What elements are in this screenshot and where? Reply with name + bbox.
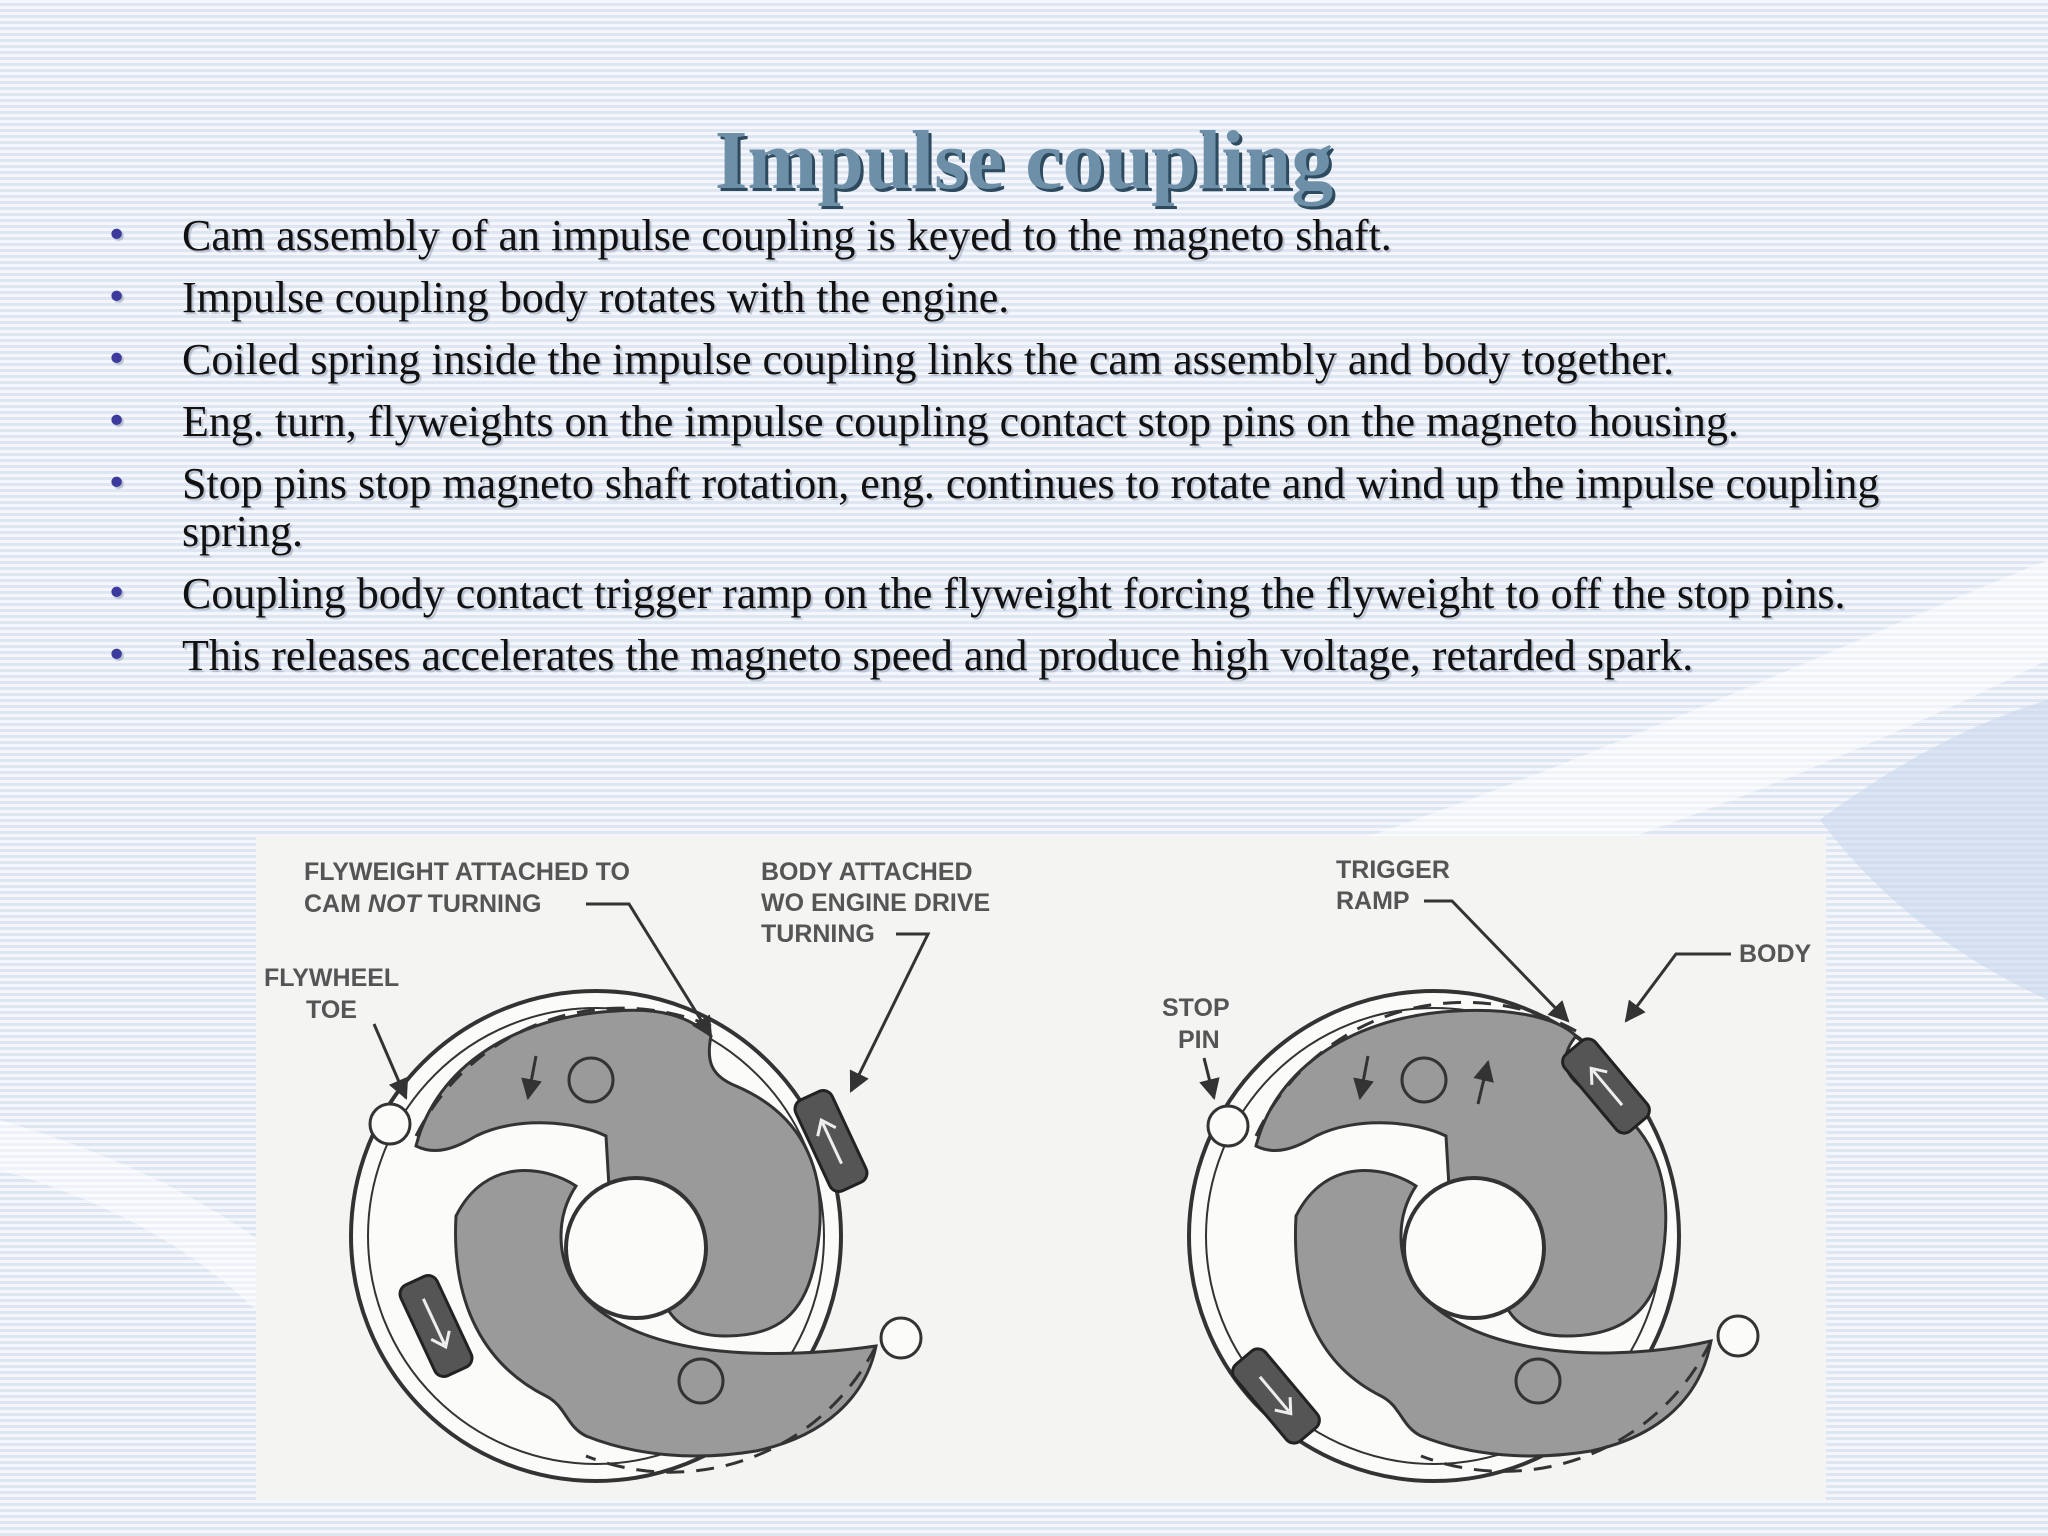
bullet-text: This releases accelerates the magneto sp…	[182, 631, 1694, 680]
label-body-line2: WO ENGINE DRIVE	[761, 889, 990, 917]
label-stop-line2: PIN	[1178, 1026, 1220, 1054]
bullet-item: • Stop pins stop magneto shaft rotation, …	[106, 460, 2006, 556]
bullet-text: Coiled spring inside the impulse couplin…	[182, 335, 1675, 384]
bullet-item: • Coiled spring inside the impulse coupli…	[106, 336, 2006, 384]
label-turning: TURNING	[428, 890, 542, 918]
shaft-hub	[1402, 1176, 1546, 1320]
bullet-item: • This releases accelerates the magneto s…	[106, 632, 2006, 680]
bullet-marker: •	[106, 635, 128, 676]
bullet-item: • Coupling body contact trigger ramp on t…	[106, 570, 2006, 618]
diagram-svg: FLYWEIGHT ATTACHED TO CAM NOT TURNING BO…	[264, 856, 1812, 1483]
bullet-marker: •	[106, 573, 128, 614]
bullet-marker: •	[106, 463, 128, 504]
bullet-text: Coupling body contact trigger ramp on th…	[182, 569, 1846, 618]
label-trigger-line1: TRIGGER	[1336, 856, 1450, 884]
label-body-line3: TURNING	[761, 920, 875, 948]
shaft-hub	[564, 1176, 708, 1320]
label-not: NOT	[368, 890, 424, 918]
label-flyweight-line1: FLYWEIGHT ATTACHED TO	[304, 858, 630, 886]
label-flywheel-line2: TOE	[306, 996, 357, 1024]
impulse-coupling-diagram: FLYWEIGHT ATTACHED TO CAM NOT TURNING BO…	[256, 836, 1826, 1500]
bullet-text: Impulse coupling body rotates with the e…	[182, 273, 1010, 322]
slide-title: Impulse coupling	[714, 114, 1334, 207]
bullet-text: Cam assembly of an impulse coupling is k…	[182, 211, 1392, 260]
flyweight-shape	[414, 1008, 822, 1338]
label-flywheel-line1: FLYWHEEL	[264, 964, 399, 992]
label-cam: CAM	[304, 890, 361, 918]
left-coupling: FLYWEIGHT ATTACHED TO CAM NOT TURNING BO…	[264, 858, 990, 1483]
bullet-marker: •	[106, 401, 128, 442]
bullet-text: Eng. turn, flyweights on the impulse cou…	[182, 397, 1739, 446]
bullet-item: • Impulse coupling body rotates with the …	[106, 274, 2006, 322]
bullet-item: • Eng. turn, flyweights on the impulse co…	[106, 398, 2006, 446]
label-flyweight-line2: CAM NOT TURNING	[304, 890, 542, 918]
bullet-marker: •	[106, 215, 128, 256]
label-body: BODY	[1739, 940, 1812, 968]
bullet-marker: •	[106, 277, 128, 318]
bullet-text: Stop pins stop magneto shaft rotation, e…	[182, 459, 1880, 556]
label-trigger-line2: RAMP	[1336, 887, 1410, 915]
bullet-marker: •	[106, 339, 128, 380]
bullet-item: • Cam assembly of an impulse coupling is …	[106, 212, 2006, 260]
right-coupling: TRIGGER RAMP BODY STOP PIN	[1162, 856, 1812, 1483]
label-stop-line1: STOP	[1162, 994, 1230, 1022]
bullet-list: • Cam assembly of an impulse coupling is …	[106, 212, 2006, 694]
label-body-line1: BODY ATTACHED	[761, 858, 973, 886]
